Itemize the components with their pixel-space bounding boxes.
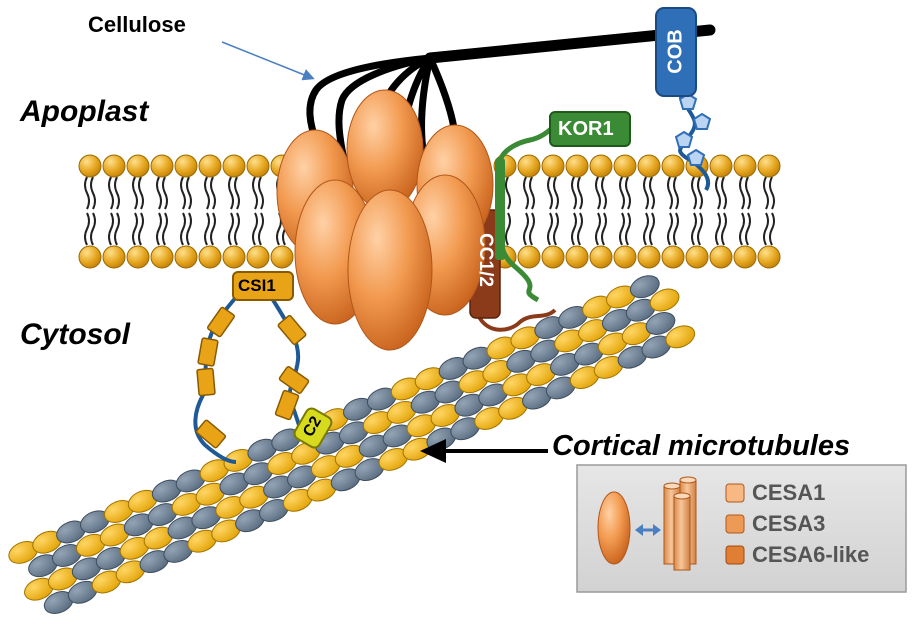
kor1-label: KOR1	[558, 118, 614, 140]
kor1-protein	[495, 111, 631, 303]
legend-cylinders	[663, 476, 697, 571]
legend-swatches	[725, 483, 745, 565]
apoplast-label: Apoplast	[20, 95, 149, 128]
cellulose-pointer	[221, 41, 315, 81]
csi1-linker	[193, 271, 333, 464]
legend-item-cesa1: CESA1	[752, 480, 826, 505]
cob-protein	[655, 7, 712, 192]
cob-label: COB	[664, 29, 687, 74]
cytosol-label: Cytosol	[20, 318, 131, 351]
microtubule-arrow	[420, 439, 548, 463]
legend-cesa-subunit	[597, 491, 631, 565]
csi1-box	[232, 271, 294, 301]
legend-item-cesa6: CESA6-like	[752, 542, 870, 567]
cortical-microtubule	[8, 275, 696, 614]
c2-domain-box	[293, 407, 333, 449]
legend-double-arrow	[635, 524, 661, 536]
microtubules-label: Cortical microtubules	[552, 430, 851, 462]
cob-box	[655, 7, 697, 97]
kor1-box	[549, 111, 631, 147]
cesa-rosette	[276, 89, 494, 351]
cellulose-label: Cellulose	[88, 12, 186, 37]
cc-label: CC1/2	[475, 233, 496, 287]
legend-item-cesa3: CESA3	[752, 511, 826, 536]
legend-panel	[576, 464, 907, 593]
csi1-label: CSI1	[238, 276, 276, 295]
